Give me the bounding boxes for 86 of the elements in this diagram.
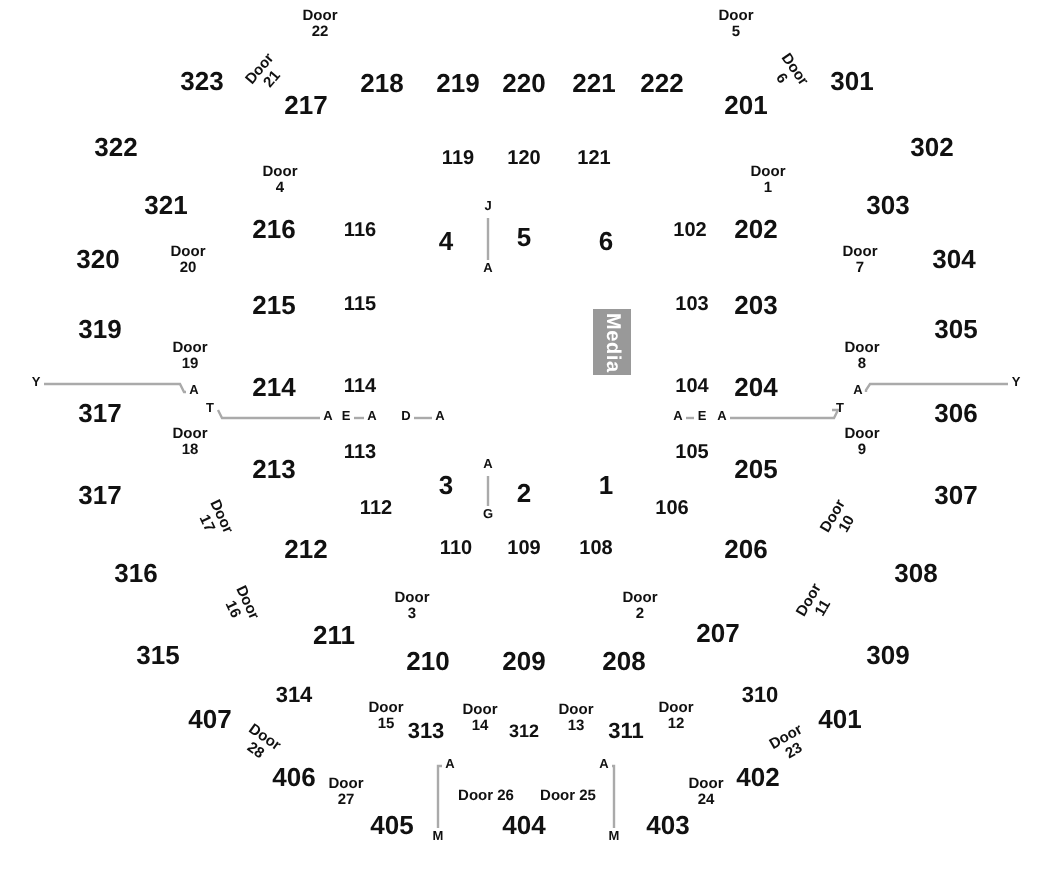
section-number: 112: [359, 499, 393, 521]
section-number: 206: [724, 536, 768, 564]
section-number: 407: [188, 706, 232, 734]
section-number: 213: [252, 456, 296, 484]
section-number: 104: [675, 377, 709, 399]
section-number: 201: [724, 92, 768, 120]
section-number: 203: [734, 292, 778, 320]
section-number: 113: [343, 443, 377, 465]
section-number: 5: [516, 224, 532, 252]
section-number: 402: [736, 764, 780, 792]
section-number: 202: [734, 216, 778, 244]
section-number: 317: [78, 482, 122, 510]
section-number: 3: [438, 472, 454, 500]
section-number: 322: [94, 134, 138, 162]
section-number: 214: [252, 374, 296, 402]
section-number: 315: [136, 642, 180, 670]
section-number: 303: [866, 192, 910, 220]
aisle-line: [686, 416, 694, 420]
section-number: 109: [507, 539, 541, 561]
aisle-line: [864, 382, 1008, 393]
section-number: 217: [284, 92, 328, 120]
section-number: 120: [507, 149, 541, 171]
section-number: 306: [934, 400, 978, 428]
section-number: 116: [343, 221, 377, 243]
section-number: 115: [343, 295, 377, 317]
section-number: 304: [932, 246, 976, 274]
section-number: 121: [577, 149, 611, 171]
aisle-line: [611, 764, 616, 828]
section-number: 219: [436, 70, 480, 98]
section-number: 102: [673, 221, 707, 243]
aisle-line: [486, 476, 490, 506]
section-number: 207: [696, 620, 740, 648]
section-number: 4: [438, 228, 454, 256]
section-number: 307: [934, 482, 978, 510]
section-number: 222: [640, 70, 684, 98]
section-number: 403: [646, 812, 690, 840]
section-number: 220: [502, 70, 546, 98]
section-number: 405: [370, 812, 414, 840]
section-number: 110: [439, 539, 473, 561]
section-number: 114: [343, 377, 377, 399]
section-number: 316: [114, 560, 158, 588]
section-number: 305: [934, 316, 978, 344]
aisle-line: [414, 416, 432, 420]
aisle-line: [730, 408, 840, 420]
section-number: 323: [180, 68, 224, 96]
section-number: 312: [508, 722, 540, 742]
section-number: 320: [76, 246, 120, 274]
section-number: 301: [830, 68, 874, 96]
section-number: 311: [608, 722, 644, 746]
aisle-line: [486, 218, 490, 260]
section-number: 317: [78, 400, 122, 428]
section-number: 218: [360, 70, 404, 98]
section-number: 401: [818, 706, 862, 734]
section-number: 209: [502, 648, 546, 676]
section-number: 210: [406, 648, 450, 676]
section-number: 6: [598, 228, 614, 256]
section-number: 105: [675, 443, 709, 465]
section-number: 308: [894, 560, 938, 588]
aisle-line: [216, 408, 320, 420]
section-number: 302: [910, 134, 954, 162]
aisle-line: [354, 416, 364, 420]
section-number: 309: [866, 642, 910, 670]
section-number: 216: [252, 216, 296, 244]
section-number: 319: [78, 316, 122, 344]
section-number: 321: [144, 192, 188, 220]
section-number: 2: [516, 480, 532, 508]
section-number: 406: [272, 764, 316, 792]
section-number: 404: [502, 812, 546, 840]
section-number: 314: [275, 686, 313, 710]
section-number: 204: [734, 374, 778, 402]
aisle-line: [44, 382, 187, 394]
section-number: 310: [741, 686, 779, 710]
section-number: 108: [579, 539, 613, 561]
section-number: 119: [441, 149, 475, 171]
aisle-line: [436, 764, 442, 828]
section-number: 212: [284, 536, 328, 564]
section-number: 211: [313, 622, 355, 650]
section-number: 103: [675, 295, 709, 317]
media-area: Media: [593, 309, 631, 375]
section-number: 215: [252, 292, 296, 320]
section-number: 208: [602, 648, 646, 676]
section-number: 106: [655, 499, 689, 521]
section-number: 221: [572, 70, 616, 98]
section-number: 313: [407, 722, 445, 746]
section-number: 205: [734, 456, 778, 484]
section-number: 1: [598, 472, 614, 500]
